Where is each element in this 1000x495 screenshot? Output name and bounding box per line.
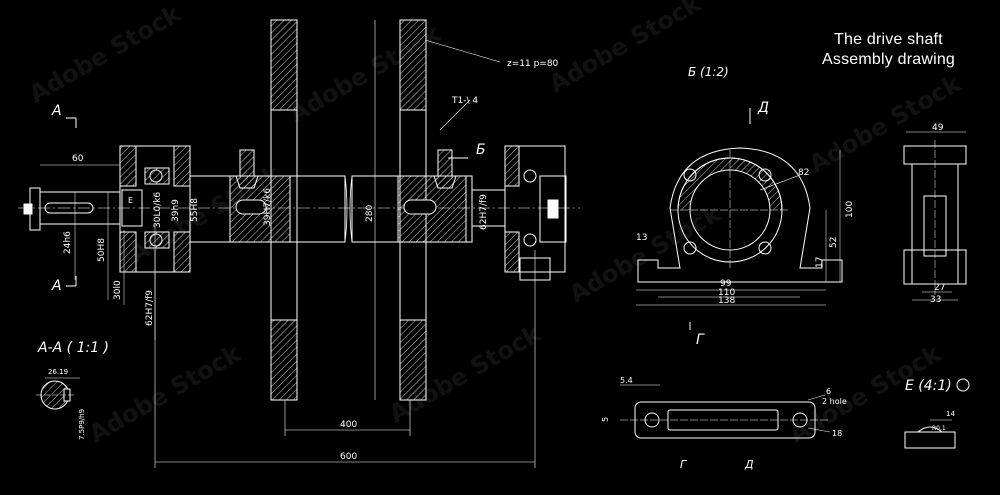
dim-26-19: 26.19	[48, 368, 68, 376]
dim-400: 400	[340, 420, 357, 430]
section-aa-view	[36, 377, 80, 410]
view-b-title: Б (1:2)	[688, 65, 729, 79]
dim-52: 52	[829, 237, 839, 248]
section-label-a-bottom: A	[51, 278, 62, 294]
dim-24h6: 24h6	[63, 231, 73, 254]
dim-600: 600	[340, 452, 357, 462]
label-e-small: E	[128, 196, 133, 205]
dim-5-4: 5.4	[620, 376, 633, 385]
dim-99: 99	[720, 279, 732, 289]
dim-55h8: 55H8	[190, 198, 200, 222]
tolerance-note: T1-\ 4	[451, 96, 478, 106]
left-gear	[229, 19, 298, 401]
right-bearing-housing	[471, 145, 567, 281]
main-dimensions	[40, 20, 536, 468]
view-label-d-bottom: Д	[744, 458, 754, 471]
dim-39h7: 39H7/k6	[263, 188, 273, 226]
gear-spec-note: z=11 p=80	[507, 59, 559, 69]
dim-62h7: 62H7/f9	[145, 290, 155, 326]
dim-5: 5	[601, 417, 610, 422]
dim-62h7-b: 62H7/f9	[479, 194, 489, 230]
pillow-block-side-view	[903, 131, 967, 301]
dim-50h8: 50H8	[97, 238, 107, 262]
view-e-title: E (4:1)	[905, 378, 952, 394]
pillow-block-bottom-view	[620, 384, 831, 439]
drawing-title-line2: Assembly drawing	[822, 51, 956, 68]
dim-49: 49	[932, 123, 944, 133]
dim-110: 110	[718, 288, 735, 298]
dim-6: 6	[826, 387, 831, 396]
section-label-a-top: A	[51, 103, 62, 119]
right-gear	[397, 19, 467, 401]
left-shaft-end	[23, 187, 121, 231]
radius-r01: R0.1	[932, 425, 946, 432]
dim-14: 14	[946, 410, 955, 418]
section-aa-title: A-A ( 1:1 )	[37, 340, 109, 356]
view-label-g-bottom: Г	[680, 458, 687, 471]
dim-7-5p9: 7.5P9/h9	[78, 409, 86, 440]
section-markers-a	[66, 117, 468, 287]
view-label-g-arrow: Г	[696, 332, 705, 348]
dim-138: 138	[718, 296, 735, 306]
dim-13: 13	[636, 233, 647, 243]
dim-17: 17	[815, 257, 825, 268]
view-label-b-arrow: Б	[476, 142, 486, 158]
drawing-title-line1: The drive shaft	[834, 31, 943, 48]
dim-33: 33	[930, 295, 941, 305]
detail-e-view	[904, 378, 970, 449]
dim-30l0: 30l0	[113, 280, 123, 300]
view-label-d-top: Д	[757, 100, 769, 116]
dim-280: 280	[365, 205, 375, 222]
dim-100: 100	[845, 201, 855, 218]
pillow-block-front-view	[636, 108, 843, 330]
dim-18: 18	[832, 429, 842, 438]
dim-27: 27	[934, 283, 945, 293]
dim-60: 60	[72, 154, 84, 164]
dim-39h9: 39h9	[171, 199, 181, 222]
dim-30l0-k6: 30L0/k6	[153, 192, 163, 228]
hole-note: 2 hole	[822, 397, 847, 406]
dim-82: 82	[798, 168, 809, 178]
